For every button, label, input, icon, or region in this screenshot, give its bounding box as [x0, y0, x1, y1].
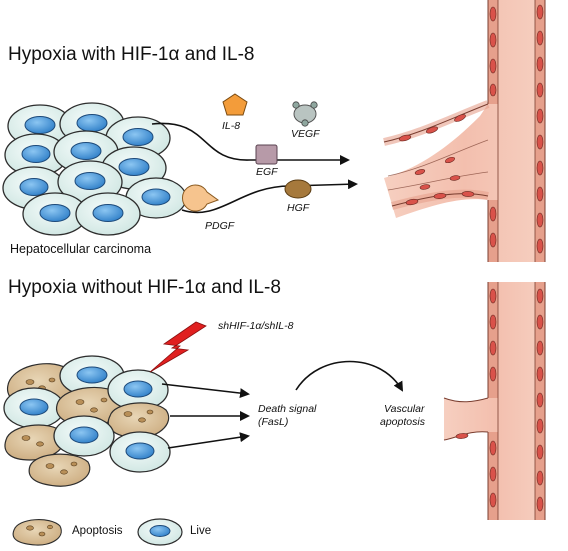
death-signal-arrow-3: [167, 432, 250, 449]
bottom-cell-cluster: [3, 355, 171, 487]
live-cell: [125, 177, 187, 219]
bottom-panel-title: Hypoxia without HIF-1α and IL-8: [8, 277, 281, 298]
legend-live-icon: [137, 518, 183, 546]
pdgf-pacman-icon: [181, 184, 220, 212]
legend-live-label: Live: [190, 525, 212, 537]
lightning-bolt-icon: [149, 321, 207, 373]
curved-arrow: [295, 360, 404, 392]
pdgf-label: PDGF: [205, 220, 235, 232]
live-cell: [4, 133, 68, 177]
vascular-label: Vascular: [384, 403, 425, 415]
death-signal-arrow-1: [161, 383, 250, 399]
top-blood-vessel: [383, 0, 546, 262]
live-cell: [109, 431, 171, 473]
hepatocellular-carcinoma-label: Hepatocellular carcinoma: [10, 242, 152, 256]
live-cell: [53, 415, 115, 457]
il8-label: IL-8: [222, 120, 241, 132]
death-signal-label: Death signal: [258, 403, 317, 415]
apoptosis-outcome-label: apoptosis: [380, 416, 425, 428]
top-cell-cluster: [2, 102, 187, 236]
vegf-label: VEGF: [291, 128, 320, 140]
egf-label: EGF: [256, 166, 278, 178]
secretion-curve-lower: [181, 179, 358, 214]
live-cell: [75, 192, 141, 236]
hgf-label: HGF: [287, 202, 310, 214]
apoptotic-cell: [4, 424, 65, 461]
bottom-blood-vessel: [443, 282, 546, 520]
legend-apoptosis-icon: [12, 519, 62, 546]
hgf-ellipse-icon: [284, 179, 312, 199]
knockdown-label: shHIF-1α/shIL-8: [218, 320, 294, 332]
egf-square-icon: [255, 144, 278, 165]
secretion-curve-upper: [151, 122, 350, 165]
apoptotic-cell: [28, 453, 91, 487]
il8-pentagon-icon: [222, 93, 248, 116]
top-panel-title: Hypoxia with HIF-1α and IL-8: [8, 44, 255, 65]
vegf-molecule-icon: [292, 101, 318, 127]
fasl-label: (FasL): [258, 416, 289, 428]
live-cell: [3, 387, 65, 429]
legend-apoptosis-label: Apoptosis: [72, 525, 123, 537]
